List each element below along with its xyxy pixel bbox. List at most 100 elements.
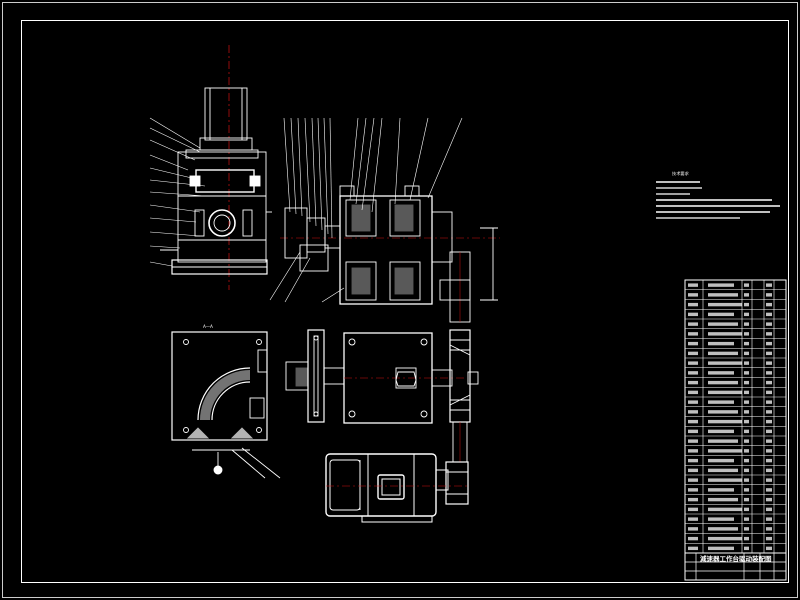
- table-cell-mark: [708, 478, 742, 482]
- table-cell-mark: [708, 341, 734, 346]
- table-cell-mark: [766, 351, 772, 356]
- section-label: A—A: [203, 324, 213, 329]
- table-cell-mark: [744, 478, 749, 482]
- table-cell-mark: [708, 400, 734, 404]
- table-cell-mark: [744, 429, 749, 434]
- table-cell-mark: [688, 527, 698, 531]
- table-cell-mark: [708, 322, 738, 326]
- title-block-text: 減速器工作台驱动装配图: [700, 554, 772, 563]
- table-cell-mark: [766, 546, 772, 551]
- table-cell-mark: [688, 517, 698, 521]
- table-cell-mark: [766, 449, 772, 453]
- table-cell-mark: [688, 390, 698, 395]
- spindle-leader-lines: [149, 117, 206, 267]
- tech-requirements-heading: 技术要求: [672, 170, 690, 177]
- table-cell-mark: [708, 507, 742, 512]
- table-cell-mark: [766, 400, 772, 404]
- table-cell-mark: [708, 429, 734, 434]
- table-cell-mark: [744, 351, 749, 356]
- table-cell-mark: [688, 410, 698, 414]
- table-cell-mark: [766, 371, 772, 375]
- table-cell-mark: [688, 283, 698, 287]
- table-cell-mark: [766, 536, 772, 541]
- electric-motor: [325, 453, 470, 523]
- table-cell-mark: [708, 546, 734, 551]
- table-cell-mark: [744, 536, 749, 541]
- table-cell-mark: [688, 439, 698, 443]
- table-cell-mark: [688, 351, 698, 356]
- table-cell-mark: [766, 341, 772, 346]
- title-block: [685, 552, 786, 580]
- table-cell-mark: [688, 468, 698, 473]
- table-cell-mark: [766, 302, 772, 307]
- table-cell-mark: [708, 468, 738, 473]
- table-cell-mark: [688, 293, 698, 297]
- table-cell-mark: [744, 517, 749, 521]
- table-cell-mark: [766, 410, 772, 414]
- table-cell-mark: [688, 546, 698, 551]
- gearbox-section-view: [280, 185, 500, 323]
- table-cell-mark: [744, 380, 749, 385]
- table-cell-mark: [744, 507, 749, 512]
- table-cell-mark: [688, 332, 698, 336]
- table-cell-mark: [708, 302, 742, 307]
- table-cell-mark: [766, 439, 772, 443]
- table-cell-mark: [688, 478, 698, 482]
- table-cell-mark: [708, 371, 734, 375]
- table-cell-mark: [744, 361, 749, 365]
- table-cell-mark: [766, 361, 772, 365]
- table-cell-mark: [708, 517, 734, 521]
- table-cell-mark: [744, 390, 749, 395]
- table-cell-mark: [766, 488, 772, 492]
- table-cell-mark: [688, 361, 698, 365]
- table-cell-mark: [708, 458, 734, 463]
- table-cell-mark: [688, 419, 698, 424]
- table-cell-mark: [688, 429, 698, 434]
- table-cell-mark: [688, 380, 698, 385]
- table-cell-mark: [766, 478, 772, 482]
- tech-requirements: 技术要求: [656, 170, 780, 219]
- table-cell-mark: [708, 283, 734, 287]
- inner-frame: [21, 20, 789, 583]
- table-cell-mark: [744, 449, 749, 453]
- table-cell-mark: [766, 332, 772, 336]
- table-cell-mark: [688, 371, 698, 375]
- table-cell-mark: [744, 439, 749, 443]
- table-cell-mark: [766, 497, 772, 502]
- table-cell-mark: [688, 341, 698, 346]
- table-cell-mark: [688, 400, 698, 404]
- table-cell-mark: [744, 302, 749, 307]
- table-cell-mark: [708, 439, 738, 443]
- table-cell-mark: [744, 468, 749, 473]
- table-cell-mark: [766, 419, 772, 424]
- table-cell-mark: [688, 449, 698, 453]
- table-cell-mark: [688, 507, 698, 512]
- table-cell-mark: [766, 283, 772, 287]
- table-cell-mark: [744, 400, 749, 404]
- table-cell-mark: [744, 332, 749, 336]
- table-cell-mark: [766, 380, 772, 385]
- table-cell-mark: [744, 458, 749, 463]
- table-cell-mark: [688, 302, 698, 307]
- vertical-spindle-assembly: [160, 45, 272, 290]
- v-belt-drive: [445, 329, 479, 505]
- table-cell-mark: [708, 312, 734, 317]
- table-cell-mark: [744, 488, 749, 492]
- table-cell-mark: [708, 449, 742, 453]
- section-a-a-view: A—A: [171, 324, 281, 479]
- table-cell-mark: [708, 410, 738, 414]
- table-cell-mark: [708, 293, 738, 297]
- table-cell-mark: [744, 546, 749, 551]
- table-cell-mark: [688, 312, 698, 317]
- table-cell-mark: [688, 322, 698, 326]
- table-cell-mark: [708, 488, 734, 492]
- table-cell-mark: [744, 527, 749, 531]
- table-cell-mark: [766, 312, 772, 317]
- table-cell-mark: [766, 390, 772, 395]
- table-cell-mark: [744, 371, 749, 375]
- table-cell-mark: [744, 419, 749, 424]
- table-cell-mark: [744, 410, 749, 414]
- table-cell-mark: [744, 312, 749, 317]
